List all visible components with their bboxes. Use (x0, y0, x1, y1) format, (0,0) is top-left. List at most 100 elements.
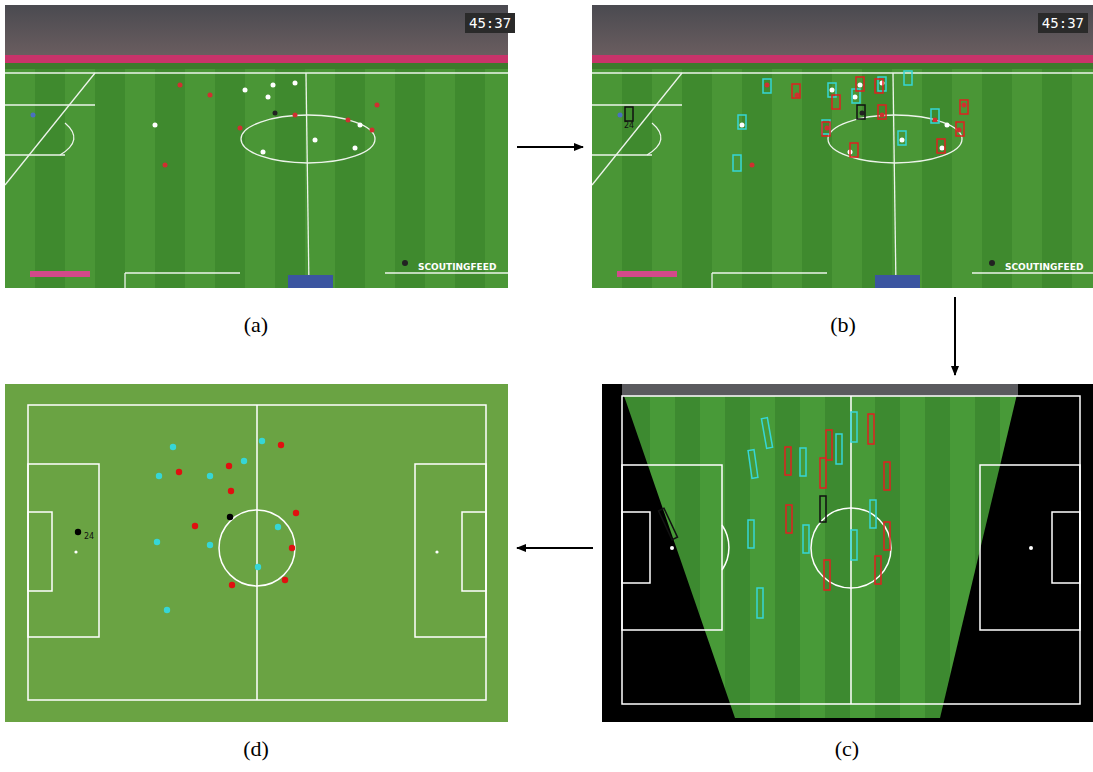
pitch-map-part (293, 510, 299, 516)
timer-overlay: 45:37 (1038, 13, 1088, 33)
detection-frame-part (960, 100, 968, 114)
pitch-map-part (75, 529, 81, 535)
pitch-map-part (207, 542, 213, 548)
homography-warp-part (622, 390, 1018, 718)
homography-warp-part (785, 414, 890, 590)
homography-warp-part (820, 496, 826, 522)
detection-frame-part (738, 115, 746, 129)
panel-caption: (c) (835, 736, 859, 762)
panel: (b) (592, 5, 1093, 288)
homography-warp-part (748, 520, 754, 548)
pitch-map-part (28, 512, 52, 591)
detection-frame-part (733, 71, 939, 171)
pitch-map-part (5, 384, 508, 722)
pitch-map-part (289, 545, 295, 551)
homography-warp-part (722, 525, 729, 570)
homography-warp-part (826, 430, 832, 460)
pitch-map-part (255, 564, 261, 570)
pitch-map-part (74, 550, 77, 553)
pitch-map-part (28, 464, 99, 637)
pitch-map-part (170, 444, 176, 450)
flow-arrow (517, 547, 593, 549)
pitch-map-part (229, 582, 235, 588)
homography-warp-part (602, 384, 1093, 722)
homography-warp-part (748, 412, 876, 618)
player-number: 24 (624, 122, 634, 130)
pitch-map-part (275, 524, 281, 530)
detection-frame-part (625, 107, 633, 121)
detection-frame-part (822, 122, 830, 136)
flow-arrow (954, 297, 956, 375)
detection-frame-part (625, 71, 968, 171)
detection-frame (592, 5, 1093, 288)
detection-frame-part (733, 155, 741, 171)
detection-frame-part (875, 79, 883, 93)
watermark: SCOUTINGFEED (1005, 263, 1083, 272)
pitch-map-part (207, 473, 213, 479)
homography-warp-part (851, 412, 857, 442)
pitch-map-part (228, 488, 234, 494)
detection-frame-part (792, 77, 968, 157)
detection-frame-part (931, 109, 939, 123)
homography-warp-part (875, 556, 881, 584)
homography-warp-part (803, 525, 809, 553)
panel-caption: (b) (830, 312, 856, 338)
detection-frame-part (625, 105, 865, 121)
pitch-map-part (282, 577, 288, 583)
timer-overlay: 45:37 (465, 13, 515, 33)
homography-warp-part (1029, 546, 1033, 550)
pitch-map-part (164, 607, 170, 613)
panel-caption: (d) (243, 736, 269, 762)
panel: (d) (5, 384, 508, 722)
pitch-map-part (462, 512, 486, 591)
homography-warp-part (622, 384, 1018, 396)
homography-warp-part (748, 450, 758, 479)
homography-warp-part (786, 505, 792, 533)
detection-frame-part (904, 71, 912, 85)
detection-frame-part (898, 131, 906, 145)
homography-warp-part (622, 396, 1080, 704)
homography-warp-part (884, 522, 890, 550)
homography-warp-part (785, 447, 791, 475)
pitch-map-part (256, 405, 258, 700)
homography-warp-part (800, 448, 806, 476)
pitch-map-part (176, 469, 182, 475)
homography-warp-part (870, 500, 876, 528)
pitch-map-part (435, 550, 438, 553)
homography-warp-part (868, 414, 874, 444)
homography-warp-part (1052, 512, 1080, 583)
pitch-map-part (154, 539, 160, 545)
pitch-map-part (278, 442, 284, 448)
broadcast-frame-part (5, 5, 508, 288)
homography-warp-part (622, 512, 650, 583)
homography-warp-part (824, 560, 830, 590)
broadcast-frame (5, 5, 508, 288)
homography-warp-part (884, 462, 890, 490)
homography-warp (602, 384, 1093, 722)
pitch-map-part (219, 510, 295, 586)
pitch-map (5, 384, 508, 722)
pitch-map-part (28, 405, 486, 700)
detection-frame-part (857, 105, 865, 119)
detection-frame-part (832, 95, 840, 109)
pitch-map-part (156, 473, 162, 479)
homography-warp-part (820, 458, 826, 488)
watermark: SCOUTINGFEED (418, 263, 496, 272)
player-number: 24 (84, 533, 94, 541)
detection-frame-part (792, 84, 800, 98)
panel-caption: (a) (244, 312, 268, 338)
detection-frame-part (856, 77, 864, 91)
pitch-map-part (192, 523, 198, 529)
pitch-map-part (28, 405, 486, 700)
homography-warp-part (659, 496, 826, 540)
homography-warp-part (761, 418, 772, 449)
panel: (c) (602, 384, 1093, 722)
pitch-map-part (259, 438, 265, 444)
homography-warp-part (659, 508, 678, 540)
homography-warp-part (836, 434, 842, 464)
detection-frame-part (592, 5, 1093, 288)
homography-warp-part (811, 508, 891, 588)
flow-arrow (517, 146, 583, 148)
